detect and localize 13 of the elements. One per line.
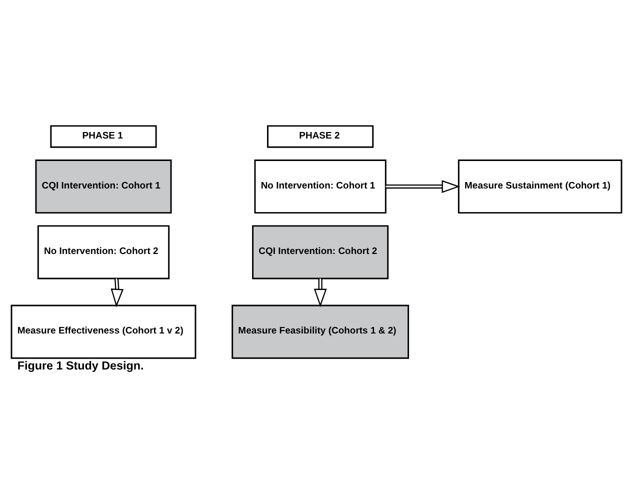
caption: Figure 1 Study Design. [17,359,144,372]
node-box: No Intervention: Cohort 1 [254,159,386,214]
node-box: Measure Feasibility (Cohorts 1 & 2) [232,304,410,358]
node-box: CQI Intervention: Cohort 1 [35,159,172,214]
arrow [110,278,124,307]
node-box: PHASE 2 [267,124,374,148]
node-box: Measure Sustainment (Cohort 1) [458,159,622,214]
arrow [314,278,327,307]
node-box: Measure Effectiveness (Cohort 1 v 2) [10,304,196,358]
arrow [386,180,460,192]
node-box: No Intervention: Cohort 2 [37,224,170,279]
node-box: CQI Intervention: Cohort 2 [252,224,389,279]
node-box: PHASE 1 [50,124,157,148]
